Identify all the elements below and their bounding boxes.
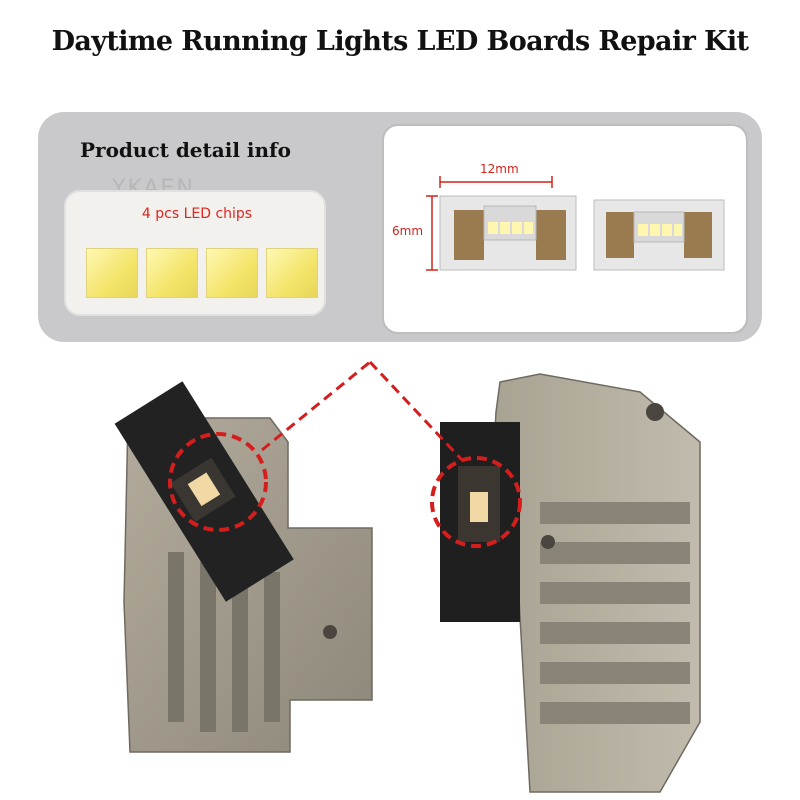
product-photo (114, 360, 701, 793)
heatsink-module-icon (440, 373, 701, 793)
led-chip (206, 248, 258, 298)
led-chip (146, 248, 198, 298)
detail-heading: Product detail info (80, 138, 291, 162)
callout-markers (168, 360, 522, 548)
chips-caption: 4 pcs LED chips (141, 206, 253, 222)
led-chip (86, 248, 138, 298)
dimension-width: 12mm (480, 162, 519, 176)
dimension-height: 6mm (392, 224, 424, 238)
chips-closeup: 4 pcs LED chips (64, 190, 326, 316)
led-board-drawing (426, 176, 725, 271)
page-title: Daytime Running Lights LED Boards Repair… (51, 26, 749, 57)
led-module-icon (114, 381, 373, 753)
dimension-diagram: 12mm 6mm (382, 124, 748, 334)
led-chip (266, 248, 318, 298)
